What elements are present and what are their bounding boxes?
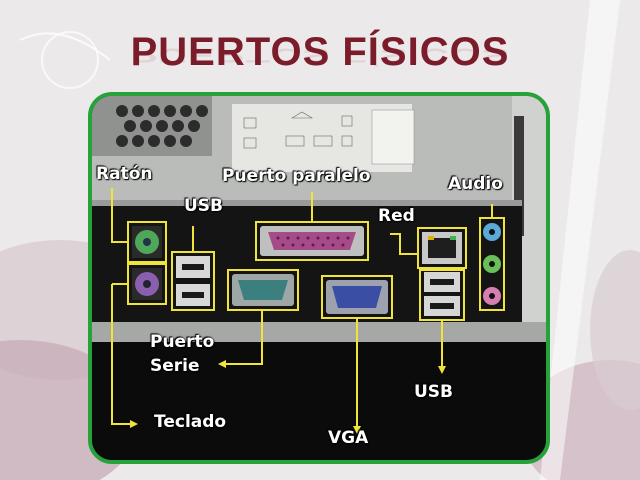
label-puerto-paralelo: Puerto paralelo [222, 166, 371, 186]
serial-port [232, 274, 294, 306]
slide-title-reflection: PUERTOS FÍSICOS [130, 44, 510, 66]
label-puerto-serie-line2: Serie [150, 356, 200, 376]
label-audio: Audio [448, 174, 503, 194]
callout-lines [111, 188, 505, 426]
ethernet-port [422, 232, 462, 264]
ps2-keyboard-port [132, 268, 162, 300]
callout-arrowheads [130, 360, 446, 434]
usb-ports-left [176, 256, 210, 306]
ports-photo: Ratón USB Puerto paralelo Audio Red Puer… [88, 92, 550, 464]
label-teclado: Teclado [154, 412, 227, 432]
label-puerto-serie-line1: Puerto [150, 332, 215, 352]
label-red: Red [378, 206, 415, 226]
vga-port [326, 280, 388, 314]
computer-back-panel [92, 96, 546, 460]
usb-ports-right [424, 272, 460, 316]
label-usb-bottom: USB [414, 382, 454, 402]
slide-title: PUERTOS FÍSICOS [130, 30, 510, 74]
label-vga: VGA [328, 428, 369, 448]
audio-jacks [483, 223, 501, 305]
label-raton: Ratón [96, 164, 153, 184]
ps2-mouse-port [132, 226, 162, 258]
parallel-port [260, 226, 364, 256]
label-usb-top: USB [184, 196, 224, 216]
fan-grill [116, 105, 208, 147]
